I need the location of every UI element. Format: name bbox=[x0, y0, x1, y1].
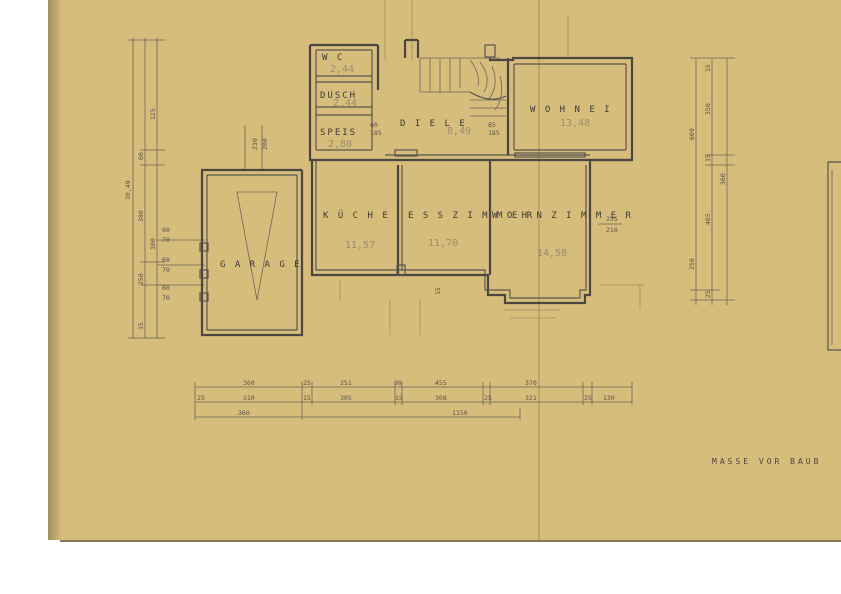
dim-right-15a: 15 bbox=[704, 64, 712, 72]
room-dusche-area: 2,44 bbox=[333, 98, 357, 109]
dim-bottom-r2-0: 25 bbox=[197, 394, 205, 402]
dim-left-100: 100 bbox=[149, 238, 157, 250]
dim-total-height: 10,49 bbox=[124, 180, 132, 200]
room-wohnei-area: 13,48 bbox=[560, 118, 590, 129]
dim-bottom-r1-0: 360 bbox=[243, 379, 255, 387]
room-wohnzimmer-label: W O H N Z I M M E R bbox=[492, 211, 633, 221]
bottom-dimension-chain: 360 25 251 30 455 370 25 310 15 305 15 3… bbox=[194, 379, 633, 420]
dim-window-216: 216 bbox=[606, 226, 618, 234]
room-labels: W C 2,44 DUSCH 2,44 SPEIS 2,80 D I E L E… bbox=[220, 53, 633, 270]
room-kueche-area: 11,57 bbox=[345, 240, 375, 251]
sheet-bottom-edge bbox=[60, 540, 841, 542]
sheet-edge-shadow bbox=[48, 0, 62, 540]
dim-bottom-r2-6: 25 bbox=[484, 394, 492, 402]
dim-bottom-r2-5: 308 bbox=[435, 394, 447, 402]
dim-left-15: 15 bbox=[137, 322, 145, 330]
dim-speis-185: 185 bbox=[370, 129, 382, 137]
dim-left-250: 250 bbox=[137, 273, 145, 285]
dim-bottom-r2-2: 15 bbox=[303, 394, 311, 402]
dim-door-60b: 60 bbox=[162, 256, 170, 264]
dim-garage-200: 200 bbox=[261, 138, 269, 150]
paper-fold-line bbox=[538, 0, 540, 540]
dim-right-609: 609 bbox=[688, 128, 696, 140]
room-esszimmer-label: E S S Z I M M E R bbox=[408, 211, 534, 221]
dim-right-15b: 15 bbox=[704, 154, 712, 162]
construction-lines bbox=[339, 0, 645, 335]
staircase bbox=[419, 57, 507, 117]
dim-left-125: 125 bbox=[149, 108, 157, 120]
room-dusche-label: DUSCH bbox=[320, 91, 357, 101]
dim-bottom-r3-1: 1150 bbox=[452, 409, 468, 417]
room-garage-label: G A R A G E bbox=[220, 260, 302, 270]
dim-door-60a: 60 bbox=[162, 226, 170, 234]
note-masse-vor-bau: MASSE VOR BAUB bbox=[712, 457, 821, 466]
dim-bottom-r1-1: 25 bbox=[303, 379, 311, 387]
main-walls bbox=[308, 38, 634, 305]
dim-bottom-r1-3: 30 bbox=[394, 379, 402, 387]
dim-right-465: 465 bbox=[704, 213, 712, 225]
dim-bottom-r2-4: 15 bbox=[395, 394, 403, 402]
dim-right-25: 25 bbox=[704, 290, 712, 298]
dim-door-70b: 70 bbox=[162, 266, 170, 274]
room-wohnzimmer-area: 14,58 bbox=[537, 248, 567, 259]
dim-bottom-r2-1: 310 bbox=[243, 394, 255, 402]
dim-right-250: 250 bbox=[688, 258, 696, 270]
dim-bottom-r2-3: 305 bbox=[340, 394, 352, 402]
dim-speis-60: 60 bbox=[370, 121, 378, 129]
garage-walls bbox=[199, 168, 304, 337]
adjacent-drawing-edge bbox=[827, 161, 841, 351]
dim-left-60: 60 bbox=[137, 152, 145, 160]
garage-height-dims: 230 200 bbox=[244, 125, 269, 170]
dim-bottom-r2-8: 25 bbox=[584, 394, 592, 402]
dim-door-85: 85 bbox=[488, 121, 496, 129]
dim-window-255: 255 bbox=[606, 215, 618, 223]
dim-bottom-r3-0: 360 bbox=[238, 409, 250, 417]
room-diele-label: D I E L E bbox=[400, 119, 467, 129]
room-wc-label: W C bbox=[322, 53, 344, 63]
dim-door-70c: 70 bbox=[162, 294, 170, 302]
room-speis-area: 2,80 bbox=[328, 139, 352, 150]
room-esszimmer-area: 11,70 bbox=[428, 238, 458, 249]
dim-bottom-r2-9: 130 bbox=[603, 394, 615, 402]
dim-right-350: 350 bbox=[704, 103, 712, 115]
room-kueche-label: K Ü C H E bbox=[323, 210, 390, 221]
dim-bottom-r1-4: 455 bbox=[435, 379, 447, 387]
interior-dims: 216 255 85 185 60 185 15 bbox=[370, 121, 622, 295]
right-dimension-chain: 609 350 360 465 250 25 15 15 bbox=[688, 57, 735, 305]
dim-door-70a: 70 bbox=[162, 236, 170, 244]
dim-step-15: 15 bbox=[434, 287, 442, 295]
window-marks bbox=[484, 44, 586, 158]
room-speis-label: SPEIS bbox=[320, 128, 357, 138]
dim-right-360: 360 bbox=[719, 173, 727, 185]
dim-left-380: 380 bbox=[137, 210, 145, 222]
dim-garage-230: 230 bbox=[251, 138, 259, 150]
left-dimension-chain: 10,49 380 250 60 125 100 15 60 70 60 70 … bbox=[124, 38, 205, 339]
dim-door-185: 185 bbox=[488, 129, 500, 137]
dim-bottom-r1-5: 370 bbox=[525, 379, 537, 387]
room-diele-area: 8,49 bbox=[447, 126, 471, 137]
room-wc-area: 2,44 bbox=[330, 64, 354, 75]
dim-bottom-r1-2: 251 bbox=[340, 379, 352, 387]
room-wohnei-label: W O H N E I bbox=[530, 105, 612, 115]
dim-bottom-r2-7: 321 bbox=[525, 394, 537, 402]
dim-door-60c: 60 bbox=[162, 284, 170, 292]
